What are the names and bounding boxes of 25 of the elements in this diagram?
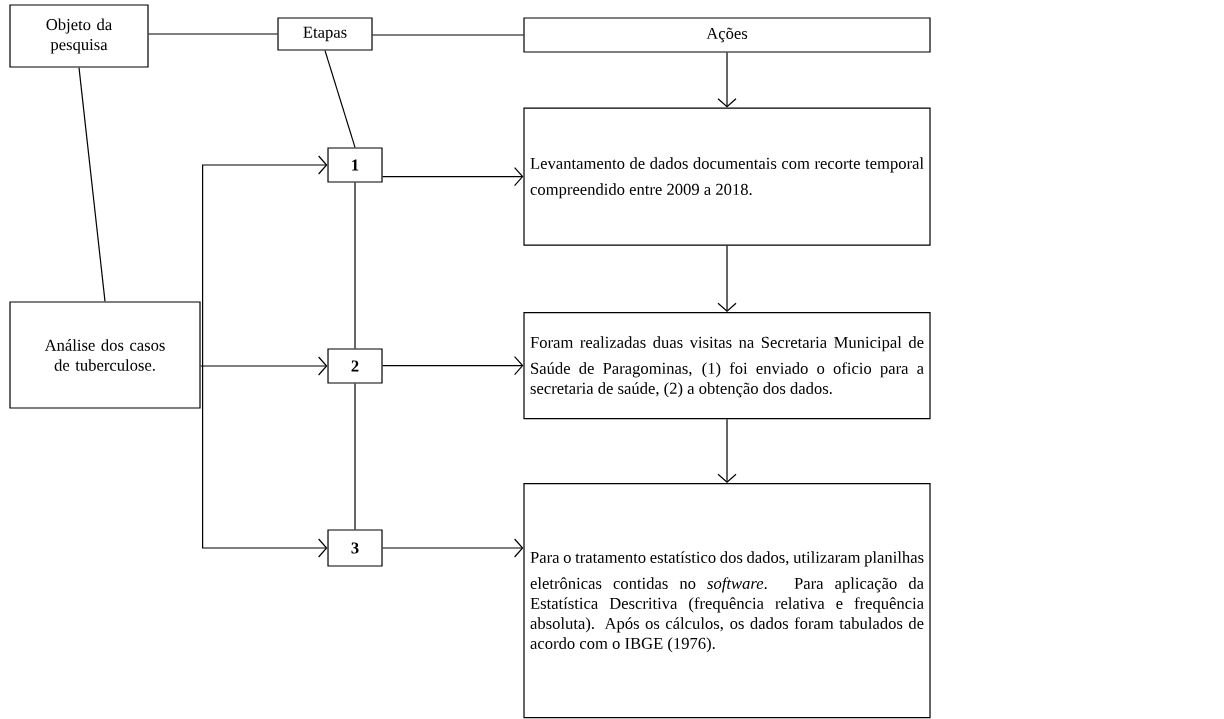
action-box: Foram realizadas duas visitas na Secretaria Municipal de Saúde de Paragominas, (1) foi enviado o oficio para a secretaria de saúde, (2) a obtenção dos dados. [523,312,931,420]
research-object-box: Objeto da pesquisa [9,4,149,68]
arrow [382,167,524,187]
step-number-box: 2 [327,348,383,384]
arrow [717,245,737,312]
arrow [202,354,328,558]
arrow [202,155,328,356]
arrow [717,418,737,483]
stage-header-box: Etapas [277,17,373,51]
arrow [382,356,524,376]
arrow [382,538,524,558]
action-header-box: Ações [523,17,931,53]
action-box: Levantamento de dados documentais com recorte temporal compreendido entre 2009 a 2018. [523,107,931,246]
connector-line [324,50,356,148]
analysis-box: Análise dos casos de tuberculose. [9,301,201,409]
connector-line [78,67,106,302]
arrow [200,356,328,376]
step-number-box: 3 [327,529,383,567]
arrow [717,52,737,108]
step-number-box: 1 [327,147,383,183]
connector-line [148,33,278,35]
connector-line [372,34,524,36]
connector-line [354,182,356,349]
connector-line [354,383,356,530]
action-box: Para o tratamento estatístico dos dados, utilizaram planilhas eletrônicas contidas no software. Para aplicação da Estatística Descritiva (frequência relativa e frequência absoluta). Após os cálculos, os dados foram tabulados de acordo com o IBGE (1976). [523,483,931,719]
